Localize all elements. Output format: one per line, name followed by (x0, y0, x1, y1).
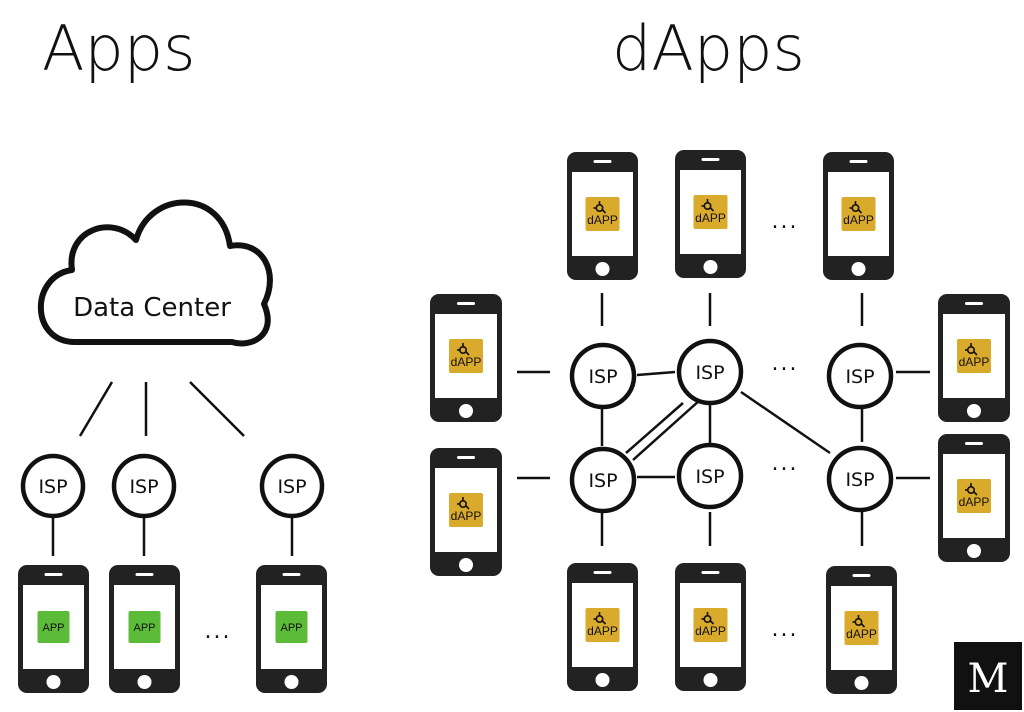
dapp-label: dAPP (451, 509, 482, 523)
home-button (703, 260, 718, 274)
home-button (595, 673, 610, 687)
app-label: APP (42, 622, 64, 634)
dapp-phone-right-2: dAPP (938, 434, 1010, 562)
dapp-phone-bottom-2: dAPP (675, 563, 746, 691)
app-phone-3: APP (256, 565, 327, 693)
apps-title: Apps (42, 12, 195, 85)
dapp-isp-r1c3: ISP (826, 342, 894, 410)
home-button (595, 262, 610, 276)
dapp-glyph-icon (849, 201, 863, 214)
home-button (967, 544, 981, 558)
connection-line (625, 402, 684, 454)
connection-line (78, 381, 114, 437)
ellipsis: ... (772, 617, 799, 642)
dapp-glyph-icon (457, 343, 470, 356)
home-button (854, 676, 869, 690)
dapp-isp-r1c1: ISP (569, 342, 637, 410)
dapp-label: dAPP (843, 213, 874, 227)
dapp-label: dAPP (959, 495, 990, 509)
dapp-icon (585, 608, 620, 642)
dapp-label: dAPP (695, 211, 726, 225)
isp-label: ISP (695, 362, 724, 384)
home-button (459, 558, 473, 572)
app-label: APP (133, 622, 155, 634)
connection-line (632, 399, 701, 461)
ellipsis: ... (772, 451, 799, 476)
home-button (46, 675, 61, 689)
dapp-icon (957, 479, 991, 513)
home-button (284, 675, 299, 689)
home-button (967, 404, 981, 418)
home-button (459, 404, 473, 418)
logo-letter: M (968, 656, 1009, 702)
app-icon (128, 611, 161, 643)
app-phone-2: APP (109, 565, 180, 693)
ellipsis: ... (772, 351, 799, 376)
dapp-label: dAPP (451, 355, 482, 369)
data-center-cloud: Data Center (37, 199, 273, 347)
dapp-glyph-icon (701, 612, 715, 625)
dapp-glyph-icon (965, 343, 978, 356)
home-button (851, 262, 866, 276)
dapp-phone-top-3: dAPP (823, 152, 894, 280)
dapp-icon (449, 493, 483, 527)
dapp-glyph-icon (593, 612, 607, 625)
app-icon (275, 611, 308, 643)
dapp-isp-r2c2: ISP (676, 442, 744, 510)
isp-label: ISP (277, 476, 306, 498)
left-isp-node-3: ISP (259, 453, 325, 519)
dapp-phone-left-1: dAPP (430, 294, 502, 422)
dapp-icon (693, 195, 728, 229)
home-button (137, 675, 152, 689)
dapp-icon (844, 611, 879, 645)
dapp-icon (957, 339, 991, 373)
connection-line (189, 381, 245, 437)
ellipsis: ... (205, 619, 232, 644)
dapps-title: dApps (612, 12, 805, 85)
dapp-label: dAPP (846, 627, 877, 641)
isp-label: ISP (695, 466, 724, 488)
dapp-glyph-icon (457, 497, 470, 510)
dapp-label: dAPP (587, 213, 618, 227)
dapp-phone-left-2: dAPP (430, 448, 502, 576)
isp-label: ISP (129, 476, 158, 498)
dapp-glyph-icon (965, 483, 978, 496)
data-center-label: Data Center (73, 293, 231, 323)
dapp-phone-bottom-3: dAPP (826, 566, 897, 694)
app-label: APP (280, 622, 302, 634)
dapp-phone-top-2: dAPP (675, 150, 746, 278)
isp-label: ISP (38, 476, 67, 498)
app-icon (37, 611, 70, 643)
isp-label: ISP (845, 366, 874, 388)
dapp-glyph-icon (593, 201, 607, 214)
dapp-label: dAPP (695, 624, 726, 638)
dapp-label: dAPP (959, 355, 990, 369)
isp-label: ISP (845, 469, 874, 491)
isp-label: ISP (588, 470, 617, 492)
dapp-icon (693, 608, 728, 642)
dapp-icon (449, 339, 483, 373)
dapp-isp-r1c2: ISP (676, 338, 744, 406)
dapp-phone-bottom-1: dAPP (567, 563, 638, 691)
isp-label: ISP (588, 366, 617, 388)
dapp-glyph-icon (701, 199, 715, 212)
dapp-glyph-icon (852, 615, 866, 628)
left-isp-node-2: ISP (111, 453, 177, 519)
ellipsis: ... (772, 209, 799, 234)
connection-line (636, 370, 676, 377)
connection-line (740, 390, 831, 455)
dapp-label: dAPP (587, 624, 618, 638)
dapp-icon (841, 197, 876, 231)
app-phone-1: APP (18, 565, 89, 693)
dapp-phone-top-1: dAPP (567, 152, 638, 280)
left-isp-node-1: ISP (20, 453, 86, 519)
dapp-phone-right-1: dAPP (938, 294, 1010, 422)
dapp-icon (585, 197, 620, 231)
home-button (703, 673, 718, 687)
publisher-logo: M (954, 642, 1022, 710)
dapp-isp-r2c3: ISP (826, 445, 894, 513)
dapp-isp-r2c1: ISP (569, 446, 637, 514)
